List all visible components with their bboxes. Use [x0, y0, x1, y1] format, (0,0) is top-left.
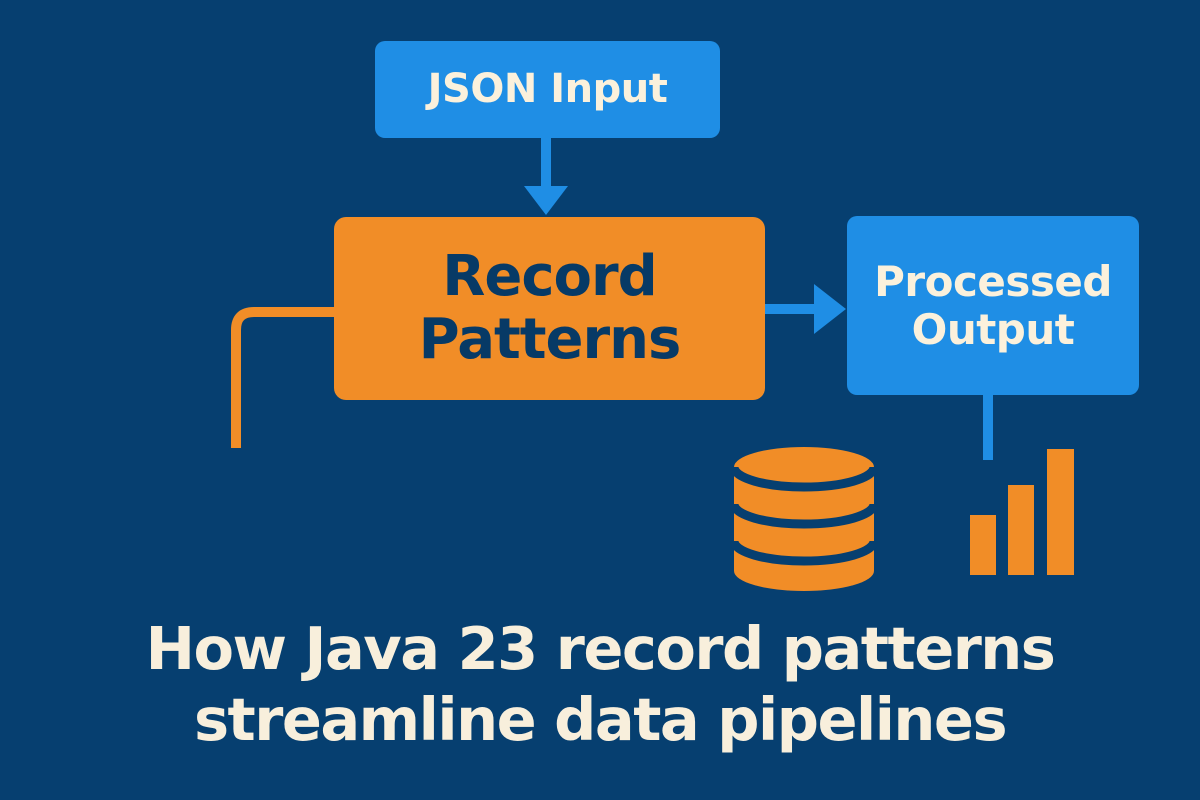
edge-record-to-output-arrowhead: [814, 284, 846, 334]
bar-chart-icon: [970, 449, 1074, 575]
orange-feed-wire: [231, 307, 336, 448]
node-record-patterns: Record Patterns: [334, 217, 765, 400]
edge-json-to-record-arrowhead: [524, 186, 568, 215]
node-json-input: JSON Input: [375, 41, 720, 138]
database-icon: [731, 447, 877, 591]
node-processed-output: Processed Output: [847, 216, 1139, 395]
headline-title: How Java 23 record patterns streamline d…: [145, 614, 1056, 754]
